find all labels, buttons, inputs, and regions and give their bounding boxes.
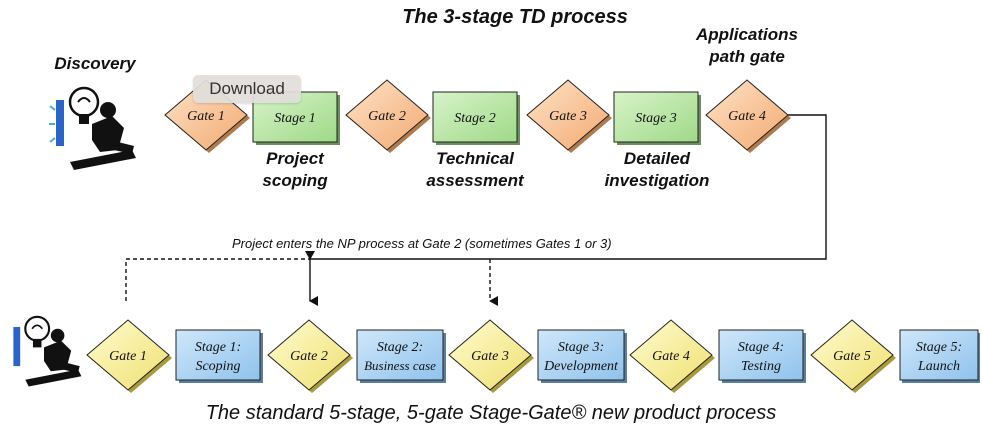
np-gate-3-label: Gate 3	[471, 349, 509, 364]
td-stage-1-caption-line-1: Project	[266, 149, 324, 168]
td-stage-2-caption-line-2: assessment	[426, 171, 524, 190]
np-stage-2-name: Business case	[364, 358, 436, 373]
td-gate-2-label: Gate 2	[368, 109, 406, 124]
connector-lines	[125, 114, 827, 306]
td-stage-3-label: Stage 3	[635, 111, 677, 126]
np-stage-5: Stage 5: Launch	[899, 329, 980, 383]
np-gate-4-label: Gate 4	[652, 349, 690, 364]
td-stage-1-label: Stage 1	[274, 111, 316, 126]
discovery-icon	[49, 86, 136, 170]
np-gate-4: Gate 4	[629, 319, 715, 393]
np-stage-2: Stage 2: Business case	[356, 329, 446, 383]
td-process-title: The 3-stage TD process	[402, 6, 628, 28]
applications-path-gate-line-1: Applications	[695, 25, 798, 44]
np-gate-2: Gate 2	[267, 319, 353, 393]
np-stage-5-name: Launch	[917, 359, 960, 374]
np-gate-2-label: Gate 2	[290, 349, 328, 364]
td-stage-3-caption: Detailed investigation	[587, 148, 727, 192]
np-gate-1-label: Gate 1	[109, 349, 147, 364]
td-gate-4-label: Gate 4	[728, 109, 766, 124]
np-stage-3-title: Stage 3:	[558, 340, 604, 355]
td-stage-3-caption-line-1: Detailed	[623, 149, 691, 168]
np-stage-2-title: Stage 2:	[377, 340, 423, 355]
np-stage-1-title: Stage 1:	[195, 340, 241, 355]
np-gate-5: Gate 5	[810, 319, 896, 393]
connector-note: Project enters the NP process at Gate 2 …	[232, 236, 612, 251]
download-tooltip[interactable]: Download	[193, 75, 301, 103]
td-stage-1-caption: Project scoping	[230, 148, 360, 192]
dashed-to-gate1	[125, 251, 315, 301]
np-stage-3: Stage 3: Development	[537, 329, 627, 383]
discovery-icon-bottom	[13, 315, 82, 387]
gate4-exit-line	[309, 114, 827, 306]
td-stage-2-caption-line-1: Technical	[436, 149, 514, 168]
np-stage-5-title: Stage 5:	[916, 340, 962, 355]
np-stage-1-name: Scoping	[195, 359, 240, 374]
td-gate-3: Gate 3	[526, 79, 612, 153]
np-gate-1: Gate 1	[86, 319, 172, 393]
np-process-title: The standard 5-stage, 5-gate Stage-Gate®…	[205, 402, 777, 424]
applications-path-gate-label: Applications path gate	[672, 24, 822, 68]
np-gate-5-label: Gate 5	[833, 349, 871, 364]
td-stage-1-caption-line-2: scoping	[262, 171, 328, 190]
td-stage-3: Stage 3	[613, 91, 701, 145]
np-gate-3: Gate 3	[448, 319, 534, 393]
applications-path-gate-line-2: path gate	[709, 47, 785, 66]
np-stage-3-name: Development	[543, 359, 619, 374]
td-stage-2-caption: Technical assessment	[405, 148, 545, 192]
td-gate-1-label: Gate 1	[187, 109, 225, 124]
td-gate-2: Gate 2	[345, 79, 431, 153]
td-gate-3-label: Gate 3	[549, 109, 587, 124]
np-stage-4: Stage 4: Testing	[718, 329, 806, 383]
td-stage-2: Stage 2	[432, 91, 520, 145]
td-stage-3-caption-line-2: investigation	[604, 171, 710, 190]
np-stage-1: Stage 1: Scoping	[175, 329, 263, 383]
td-stage-2-label: Stage 2	[454, 111, 496, 126]
td-gate-4: Gate 4	[705, 79, 791, 153]
np-stage-4-name: Testing	[741, 359, 781, 374]
discovery-label: Discovery	[54, 54, 136, 73]
np-stage-4-title: Stage 4:	[738, 340, 784, 355]
